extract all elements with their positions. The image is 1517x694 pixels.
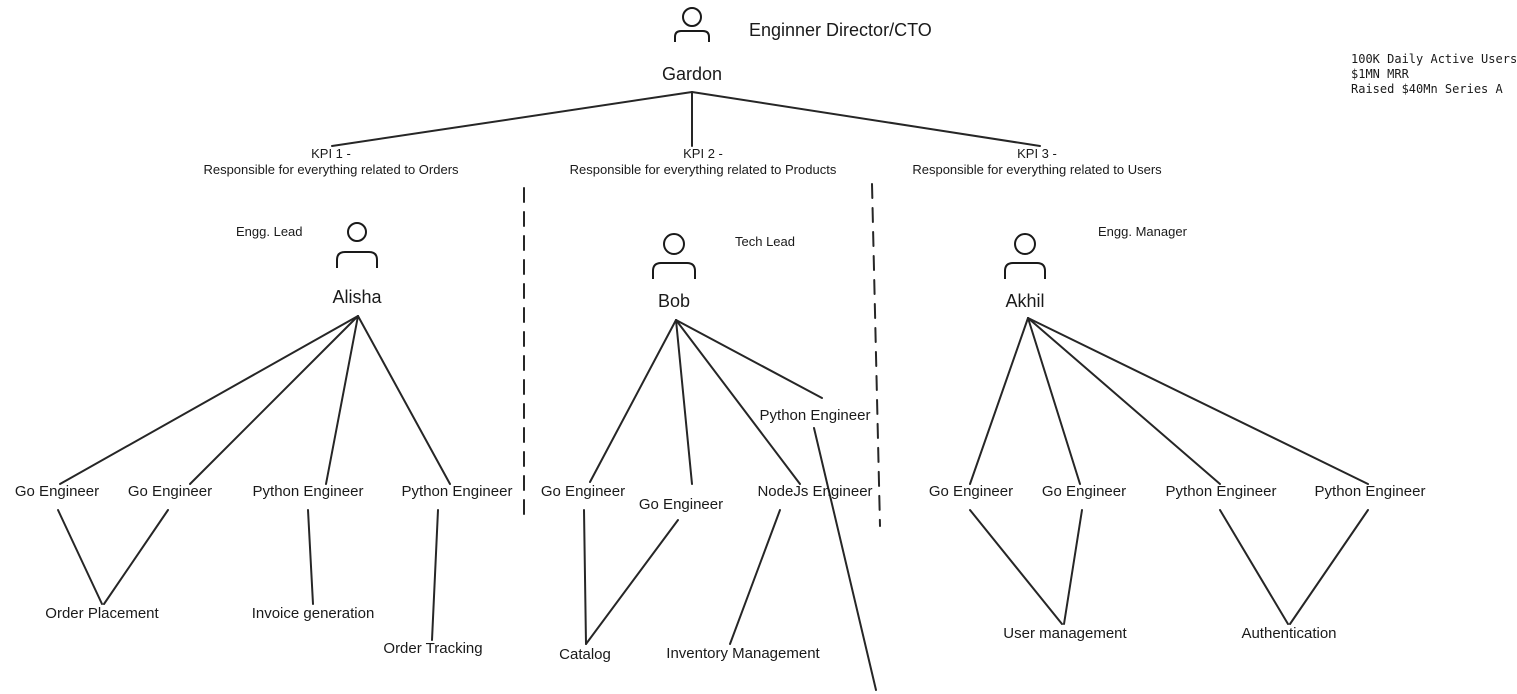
engineer-node: Go Engineer	[1041, 483, 1127, 500]
connector	[357, 315, 451, 485]
root-role: Enginner Director/CTO	[749, 20, 932, 40]
connector	[813, 427, 877, 691]
kpi-2: KPI 2 - Responsible for everything relat…	[570, 146, 837, 178]
connector	[325, 315, 359, 485]
connector-root-kpi1	[331, 91, 693, 147]
kpi-1-title: KPI 1 -	[311, 146, 351, 161]
connector	[1027, 317, 1369, 485]
engineer-node: Go Engineer	[540, 483, 626, 500]
connector	[307, 509, 314, 605]
engineer-node: Python Engineer	[401, 483, 513, 500]
root-name: Gardon	[661, 64, 723, 84]
connector	[675, 319, 693, 485]
lead-1-role: Engg. Lead	[236, 224, 303, 239]
area-node: User management	[1003, 625, 1127, 642]
engineer-node: Go Engineer	[928, 483, 1014, 500]
kpi-3-desc: Responsible for everything related to Us…	[912, 162, 1162, 177]
connector	[1027, 317, 1081, 485]
kpi-2-title: KPI 2 -	[683, 146, 723, 161]
engineer-node: Python Engineer	[252, 483, 364, 500]
lead-1-name: Alisha	[332, 287, 382, 307]
kpi-1-desc: Responsible for everything related to Or…	[203, 162, 459, 177]
engineer-node: Go Engineer	[638, 496, 724, 513]
lead-2-role: Tech Lead	[735, 234, 795, 249]
lead-3-role: Engg. Manager	[1098, 224, 1187, 239]
engineer-node: Go Engineer	[127, 483, 213, 500]
stat-dau: 100K Daily Active Users	[1351, 52, 1517, 66]
lead-2-name: Bob	[657, 291, 691, 311]
kpi-3-title: KPI 3 -	[1017, 146, 1057, 161]
lead-3-name: Akhil	[1005, 291, 1045, 311]
connector	[675, 319, 823, 399]
area-node: Order Tracking	[383, 640, 483, 657]
connector	[589, 319, 677, 483]
engineer-node: Python Engineer	[1165, 483, 1277, 500]
area-node: Authentication	[1241, 625, 1337, 642]
connector	[585, 519, 679, 645]
connector	[103, 509, 169, 605]
person-icon	[336, 222, 378, 268]
connector	[969, 509, 1063, 625]
connector	[729, 509, 781, 645]
connector	[1289, 509, 1369, 625]
connector	[1219, 509, 1289, 625]
person-icon	[674, 7, 710, 42]
person-icon	[1004, 233, 1046, 279]
engineer-node: NodeJs Engineer	[757, 483, 873, 500]
area-node: Order Placement	[45, 605, 159, 622]
person-icon	[652, 233, 696, 279]
connector-root-kpi3	[691, 91, 1041, 147]
engineer-node: Python Engineer	[759, 407, 871, 424]
kpi-3: KPI 3 - Responsible for everything relat…	[912, 146, 1161, 178]
stat-funding: Raised $40Mn Series A	[1351, 82, 1503, 96]
area-node: Inventory Management	[666, 645, 820, 662]
connector	[675, 319, 801, 485]
area-node: Catalog	[559, 646, 611, 663]
kpi-2-desc: Responsible for everything related to Pr…	[569, 162, 837, 177]
engineer-node: Go Engineer	[14, 483, 100, 500]
area-node: Invoice generation	[251, 605, 375, 622]
connector	[969, 317, 1029, 485]
connector	[583, 509, 587, 645]
connector	[57, 509, 103, 605]
connector	[1027, 317, 1221, 485]
connector	[431, 509, 439, 641]
company-stats: 100K Daily Active Users $1MN MRR Raised …	[1351, 52, 1517, 97]
kpi-1: KPI 1 - Responsible for everything relat…	[203, 146, 458, 178]
stat-mrr: $1MN MRR	[1351, 67, 1409, 81]
connector	[1063, 509, 1083, 625]
connector	[189, 315, 359, 485]
engineer-node: Python Engineer	[1314, 483, 1426, 500]
connector	[59, 315, 359, 485]
divider	[871, 183, 881, 527]
